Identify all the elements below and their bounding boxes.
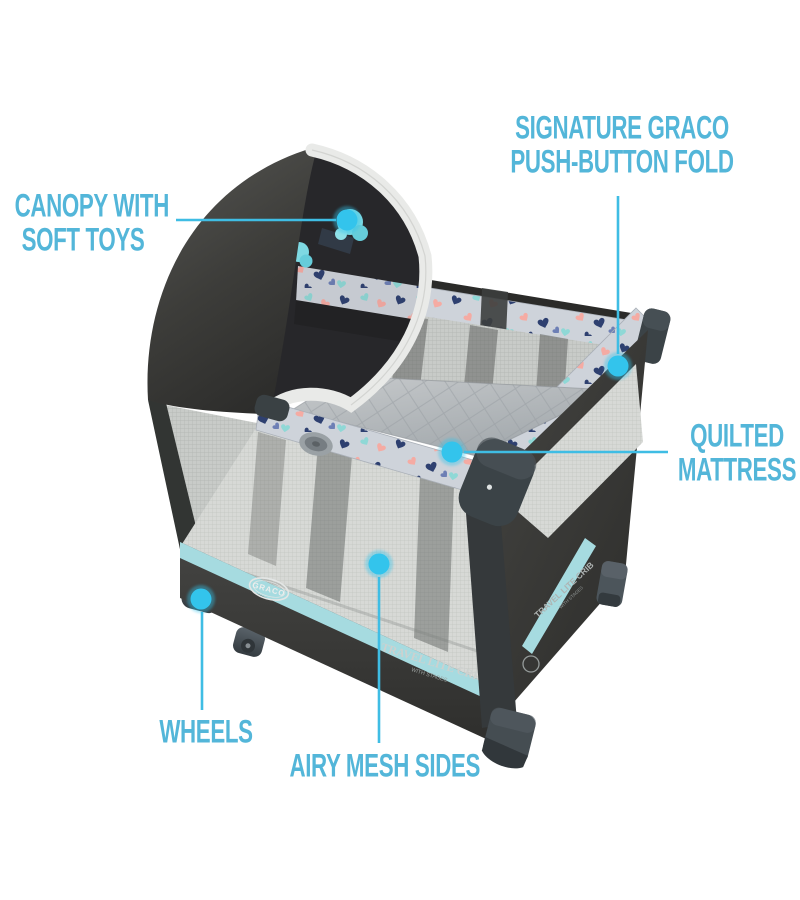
front-corner-bracket <box>458 437 537 527</box>
end-accent-stripe <box>522 538 596 654</box>
callout-line: SIGNATURE GRACO <box>515 108 729 146</box>
wheel-caster <box>233 627 265 657</box>
callout-label-mattress: QUILTED MATTRESS <box>671 419 800 487</box>
callout-line: CANOPY WITH <box>14 186 170 224</box>
rail-strap <box>480 288 508 336</box>
dot-mattress <box>438 438 466 466</box>
dot-canopy <box>333 206 361 234</box>
dot-wheels <box>187 585 215 613</box>
callout-line: MATTRESS <box>677 450 797 488</box>
back-foot <box>596 561 628 607</box>
callout-label-mesh: AIRY MESH SIDES <box>289 746 481 784</box>
front-foot <box>481 707 536 769</box>
callout-label-canopy: CANOPY WITH SOFT TOYS <box>14 186 170 258</box>
front-accent-stripe <box>180 542 510 710</box>
callout-label-wheels: WHEELS <box>140 715 272 749</box>
dot-mesh <box>365 550 393 578</box>
rail-button <box>299 432 333 456</box>
callout-line: QUILTED <box>690 416 784 454</box>
corner-post <box>465 500 517 728</box>
front-mesh-panel <box>182 428 488 700</box>
callout-leaders <box>176 196 668 743</box>
callout-label-fold: SIGNATURE GRACO PUSH-BUTTON FOLD <box>510 108 734 180</box>
dot-fold <box>604 352 632 380</box>
callout-line: WHEELS <box>159 712 253 750</box>
canopy <box>147 143 433 416</box>
toy-mount <box>318 228 354 254</box>
callout-line: AIRY MESH SIDES <box>289 746 481 784</box>
callout-line: PUSH-BUTTON FOLD <box>510 142 734 180</box>
end-emblem <box>522 655 540 673</box>
callout-line: SOFT TOYS <box>21 220 145 258</box>
front-left-bracket <box>254 394 290 422</box>
callout-dots <box>187 206 632 613</box>
